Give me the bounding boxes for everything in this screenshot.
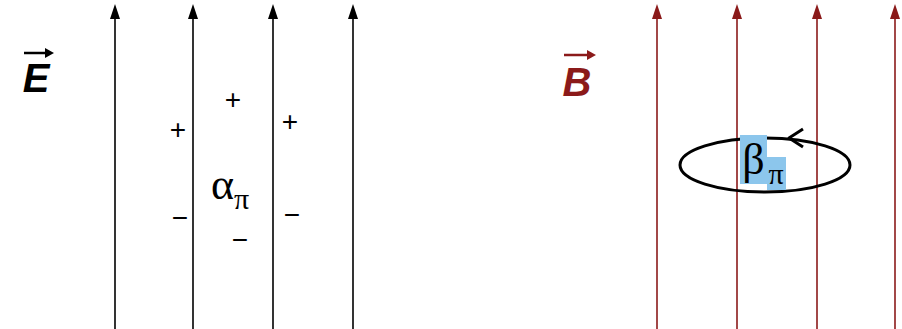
field-line bbox=[272, 16, 274, 329]
subscript: π bbox=[767, 157, 786, 190]
field-line bbox=[352, 16, 354, 329]
symbol-group: βπ bbox=[740, 138, 786, 182]
field-symbol: B bbox=[563, 62, 592, 102]
arrowhead bbox=[348, 4, 358, 19]
electric-arrowheads bbox=[110, 4, 358, 19]
vector-arrow-e bbox=[24, 48, 54, 58]
arrowhead bbox=[812, 4, 822, 19]
field-line bbox=[114, 16, 116, 329]
charge-sign: − bbox=[232, 226, 248, 254]
arrowhead bbox=[268, 4, 278, 19]
charge-sign: + bbox=[225, 86, 241, 114]
magnetic-arrowheads bbox=[652, 4, 900, 19]
field-line bbox=[656, 16, 658, 329]
electric-field-lines bbox=[115, 16, 353, 329]
charge-sign: + bbox=[282, 108, 298, 136]
arrowhead bbox=[732, 4, 742, 19]
sphere bbox=[674, 74, 856, 256]
arrowhead bbox=[188, 4, 198, 19]
field-line bbox=[894, 16, 896, 329]
sphere bbox=[144, 74, 326, 256]
vector-arrowhead bbox=[45, 48, 54, 58]
vector-arrow bbox=[24, 52, 47, 55]
arrowhead bbox=[110, 4, 120, 19]
vector-arrowhead bbox=[587, 50, 596, 60]
vector-arrow-b bbox=[564, 50, 596, 60]
charge-sign: − bbox=[284, 201, 300, 229]
symbol-group: απ bbox=[211, 163, 249, 207]
charge-sign: + bbox=[170, 116, 186, 144]
field-line bbox=[192, 16, 194, 329]
loop-arrowhead bbox=[789, 129, 803, 147]
field-symbol: E bbox=[23, 58, 50, 98]
charge-sign: − bbox=[172, 204, 188, 232]
vector-arrow bbox=[564, 54, 589, 57]
arrowhead bbox=[652, 4, 662, 19]
polarizability-symbol: α bbox=[211, 160, 234, 209]
magnetic-field-lines bbox=[657, 16, 895, 329]
current-sphere: βπ bbox=[673, 73, 857, 257]
field-line bbox=[736, 16, 738, 329]
arrowhead bbox=[890, 4, 900, 19]
field-line bbox=[816, 16, 818, 329]
polarizability-symbol: β bbox=[740, 135, 766, 184]
subscript: π bbox=[234, 182, 249, 215]
